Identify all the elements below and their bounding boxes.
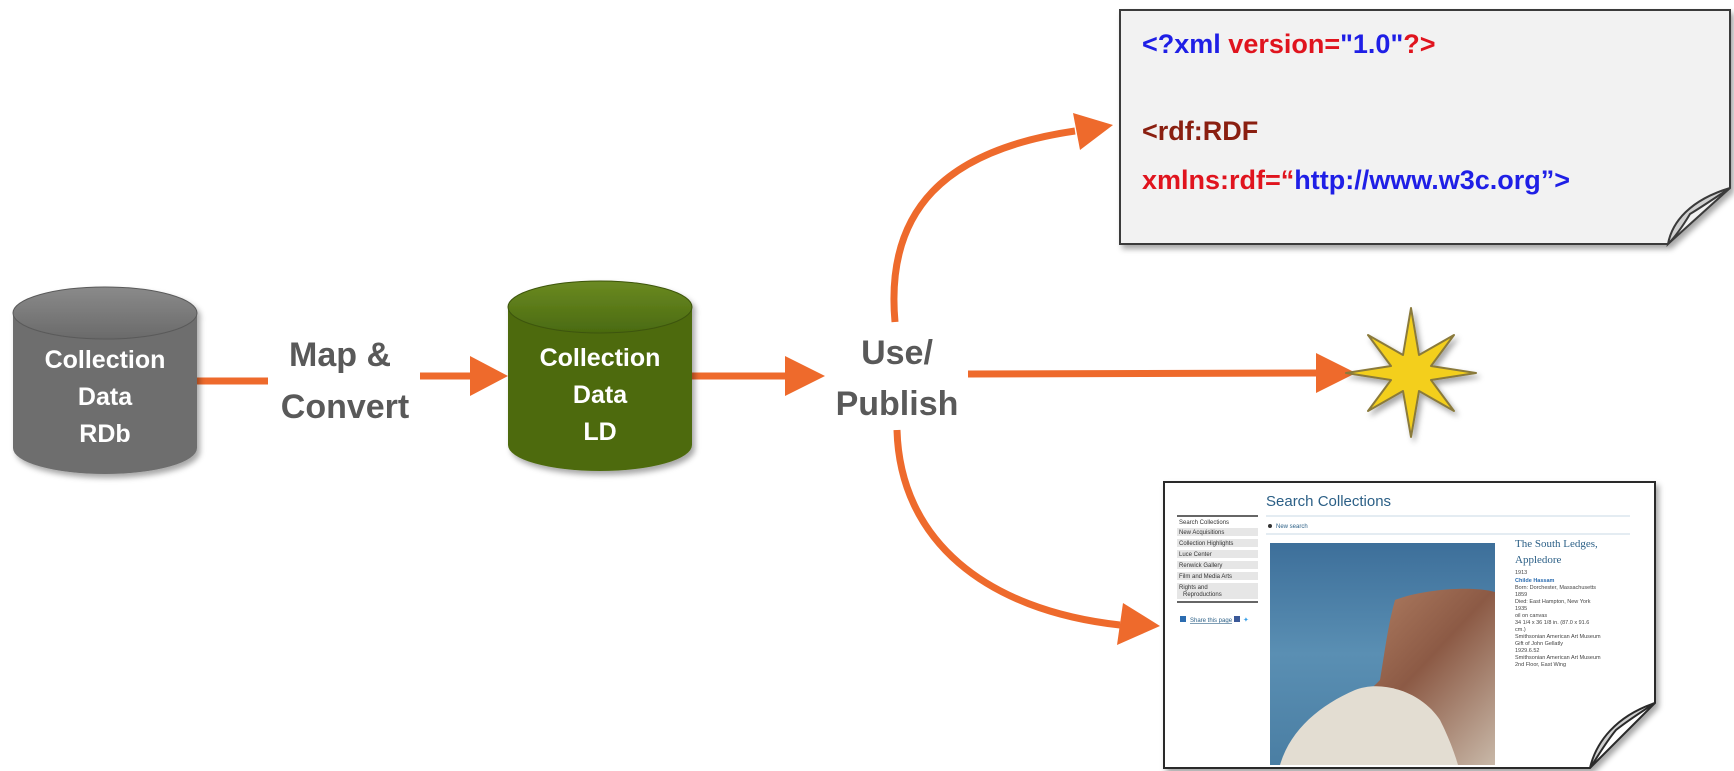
rdf-ns-attr: xmlns:rdf=“ [1142,165,1294,195]
rdb-cylinder-body [13,313,197,474]
ld-database-cylinder [507,280,693,471]
ld-label-line-2: Data [573,381,628,409]
artwork-detail-artist: Childe Hassam [1515,578,1555,584]
web-document-page-curl [1589,702,1656,769]
arrowhead-to-xml [1073,113,1113,150]
artwork-detail-dimensions-cm: cm.) [1515,627,1526,633]
web-sidebar-nav: Search Collections New Acquisitions Coll… [1177,520,1258,599]
sidebar-item-new-acquisitions: New Acquisitions [1179,530,1224,536]
rdb-cylinder-top [13,287,197,339]
artwork-detail-location-floor: 2nd Floor, East Wing [1515,662,1566,668]
arrowhead-to-web [1117,603,1160,645]
sidebar-item-luce-center: Luce Center [1179,552,1212,558]
ld-cylinder-body [508,307,692,471]
star-icon [1345,307,1477,438]
artwork-detail-medium: oil on canvas [1515,613,1547,619]
artwork-detail-year: 1913 [1515,570,1527,576]
xml-document-page-curl [1666,187,1731,247]
publish-to-web-arrow-curve [893,429,1121,629]
sidebar-item-bg-4 [1177,561,1258,569]
rdf-namespace-line: xmlns:rdf=“http://www.w3c.org”> [1142,165,1570,195]
artwork-title-line-1: The South Ledges, [1515,538,1598,550]
arrowhead-to-star [1316,353,1356,393]
artwork-title-line-2: Appledore [1515,554,1562,566]
artwork-detail-museum: Smithsonian American Art Museum [1515,634,1601,640]
rdb-label: Collection Data RDb [45,346,166,448]
use-publish-step-label: Use/ Publish [836,334,959,423]
facebook-icon [1234,616,1240,622]
arrowhead-convert-to-ld [470,356,508,396]
artwork-detail-born: Born: Dorchester, Massachusetts [1515,585,1596,591]
share-icon [1180,616,1186,622]
twitter-icon: ✦ [1243,616,1249,624]
sidebar-item-rights-line-1: Rights and [1179,585,1208,591]
publish-to-star-arrow-line [967,369,1317,378]
xml-decl-attr: version= [1228,29,1340,59]
rdb-database-cylinder [12,286,198,474]
sidebar-item-renwick-gallery: Renwick Gallery [1179,563,1222,569]
sidebar-item-bg-5 [1177,572,1258,580]
sidebar-item-bg-2 [1177,539,1258,547]
xml-decl-open: <?xml [1142,29,1228,59]
xml-decl-value: "1.0" [1340,29,1403,59]
publish-to-xml-arrow-curve [890,127,1076,323]
artwork-detail-born-year: 1859 [1515,592,1527,598]
rdb-label-line-2: Data [78,383,133,411]
artwork-detail-location-museum: Smithsonian American Art Museum [1515,655,1601,661]
ld-label-line-1: Collection [540,344,661,372]
painting-pale-rocks [1280,686,1458,765]
new-search-link: New search [1276,524,1308,530]
connectors [196,127,1317,629]
convert-label-line-2: Convert [281,388,409,426]
rdb-label-line-1: Collection [45,346,166,374]
sidebar-item-search-collections: Search Collections [1179,520,1229,526]
publish-label-line-2: Publish [836,385,959,423]
web-page-document: Search Collections New search Search Col… [1163,481,1656,769]
star-shape [1345,307,1477,438]
arrowheads [470,113,1356,645]
xml-document-page [1119,9,1731,245]
rdf-ns-value: http://www.w3c.org”> [1294,165,1570,195]
xml-declaration-line: <?xml version="1.0"?> [1142,29,1436,59]
artwork-detail-accession: 1929.6.52 [1515,648,1539,654]
ld-label: Collection Data LD [540,344,661,446]
artwork-details: The South Ledges, Appledore 1913 Childe … [1515,538,1601,668]
sidebar-item-collection-highlights: Collection Highlights [1179,541,1233,547]
ld-label-line-3: LD [583,418,616,446]
publish-label-line-1: Use/ [861,334,933,372]
artwork-detail-died-year: 1935 [1515,606,1527,612]
ld-cylinder-top [508,281,692,333]
sidebar-item-bg-1 [1177,528,1258,536]
sidebar-item-bg-6 [1177,583,1258,599]
artwork-detail-credit: Gift of John Gellatly [1515,641,1563,647]
web-page-heading: Search Collections [1266,493,1391,510]
sidebar-item-bg-3 [1177,550,1258,558]
xml-decl-close: ?> [1403,29,1435,59]
artwork-painting-image [1270,543,1495,765]
artwork-detail-dimensions: 34 1/4 x 36 1/8 in. (87.0 x 91.6 [1515,620,1589,626]
rdb-label-line-3: RDb [79,420,130,448]
xml-document: <?xml version="1.0"?> <rdf:RDF xmlns:rdf… [1119,9,1731,247]
sidebar-item-rights-line-2: Reproductions [1183,592,1222,598]
sidebar-item-film-media-arts: Film and Media Arts [1179,574,1232,580]
convert-label-line-1: Map & [289,336,391,374]
rdf-root-tag-line: <rdf:RDF [1142,116,1258,146]
map-convert-step-label: Map & Convert [281,336,409,426]
share-page-link: Share this page [1190,618,1233,624]
arrowhead-ld-to-publish [785,356,825,396]
new-search-bullet-icon [1268,524,1272,528]
artwork-detail-died: Died: East Hampton, New York [1515,599,1591,605]
